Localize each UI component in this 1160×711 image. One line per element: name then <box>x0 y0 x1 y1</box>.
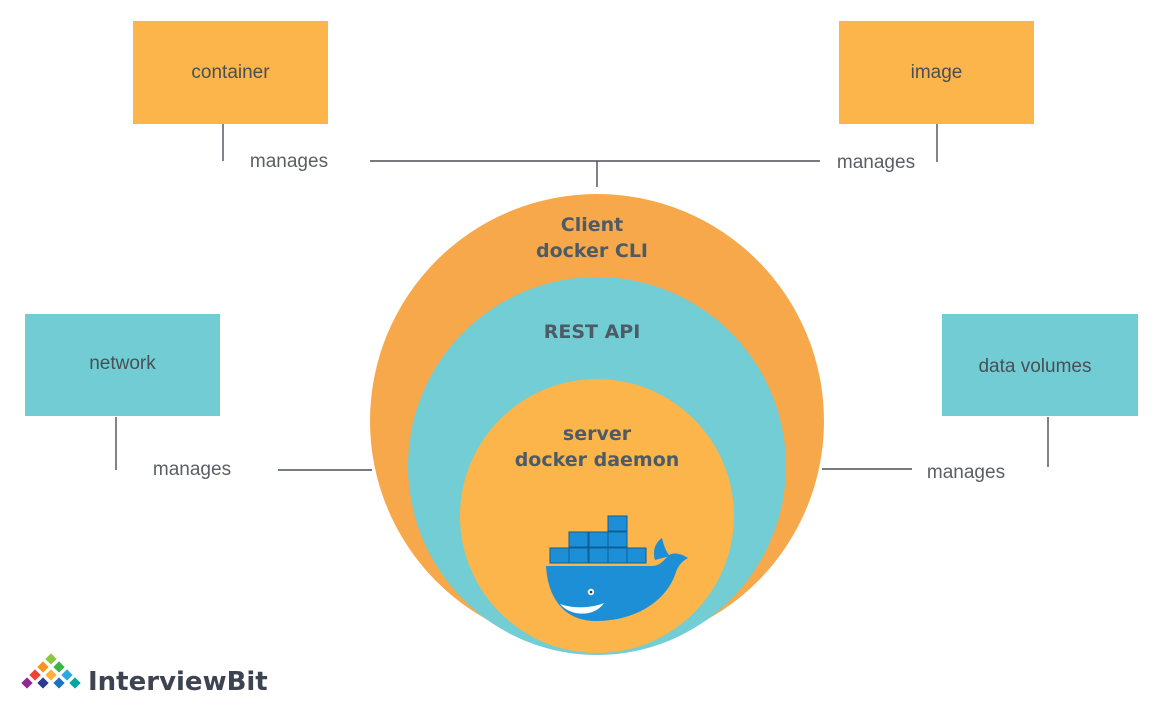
network-manages-label: manages <box>153 459 231 480</box>
docker-whale-icon <box>546 515 688 622</box>
image-box-label: image <box>911 62 963 83</box>
container-manages-label: manages <box>250 151 328 172</box>
data-volumes-box-shape <box>942 314 1138 416</box>
interviewbit-wordmark: InterviewBit <box>88 667 268 697</box>
network-box-shape <box>25 314 220 416</box>
data-volumes-manages-label: manages <box>927 462 1005 483</box>
container-box-label: container <box>191 62 270 83</box>
interviewbit-brand: InterviewBit <box>21 653 268 697</box>
docker-daemon-label: docker daemon <box>515 449 680 471</box>
docker-cli-label: docker CLI <box>536 240 648 262</box>
image-manages-label: manages <box>837 152 915 173</box>
data-volumes-box: data volumes <box>942 314 1138 416</box>
image-box-shape <box>839 21 1034 124</box>
client-label: Client <box>561 214 623 236</box>
whale-containers <box>549 515 647 564</box>
whale-body <box>546 553 688 622</box>
image-box: image <box>839 21 1034 124</box>
rest-api-label: REST API <box>544 321 641 343</box>
interviewbit-logo-icon <box>21 653 81 689</box>
server-label: server <box>563 423 632 445</box>
network-box-label: network <box>89 353 156 374</box>
data-volumes-box-label: data volumes <box>978 356 1091 377</box>
whale-belly <box>560 603 604 614</box>
whale-eye-pupil <box>589 590 593 594</box>
whale-tail <box>653 538 670 560</box>
container-box-shape <box>133 21 328 124</box>
connector-lines <box>115 124 1049 471</box>
network-box: network <box>25 314 220 416</box>
container-box: container <box>133 21 328 124</box>
